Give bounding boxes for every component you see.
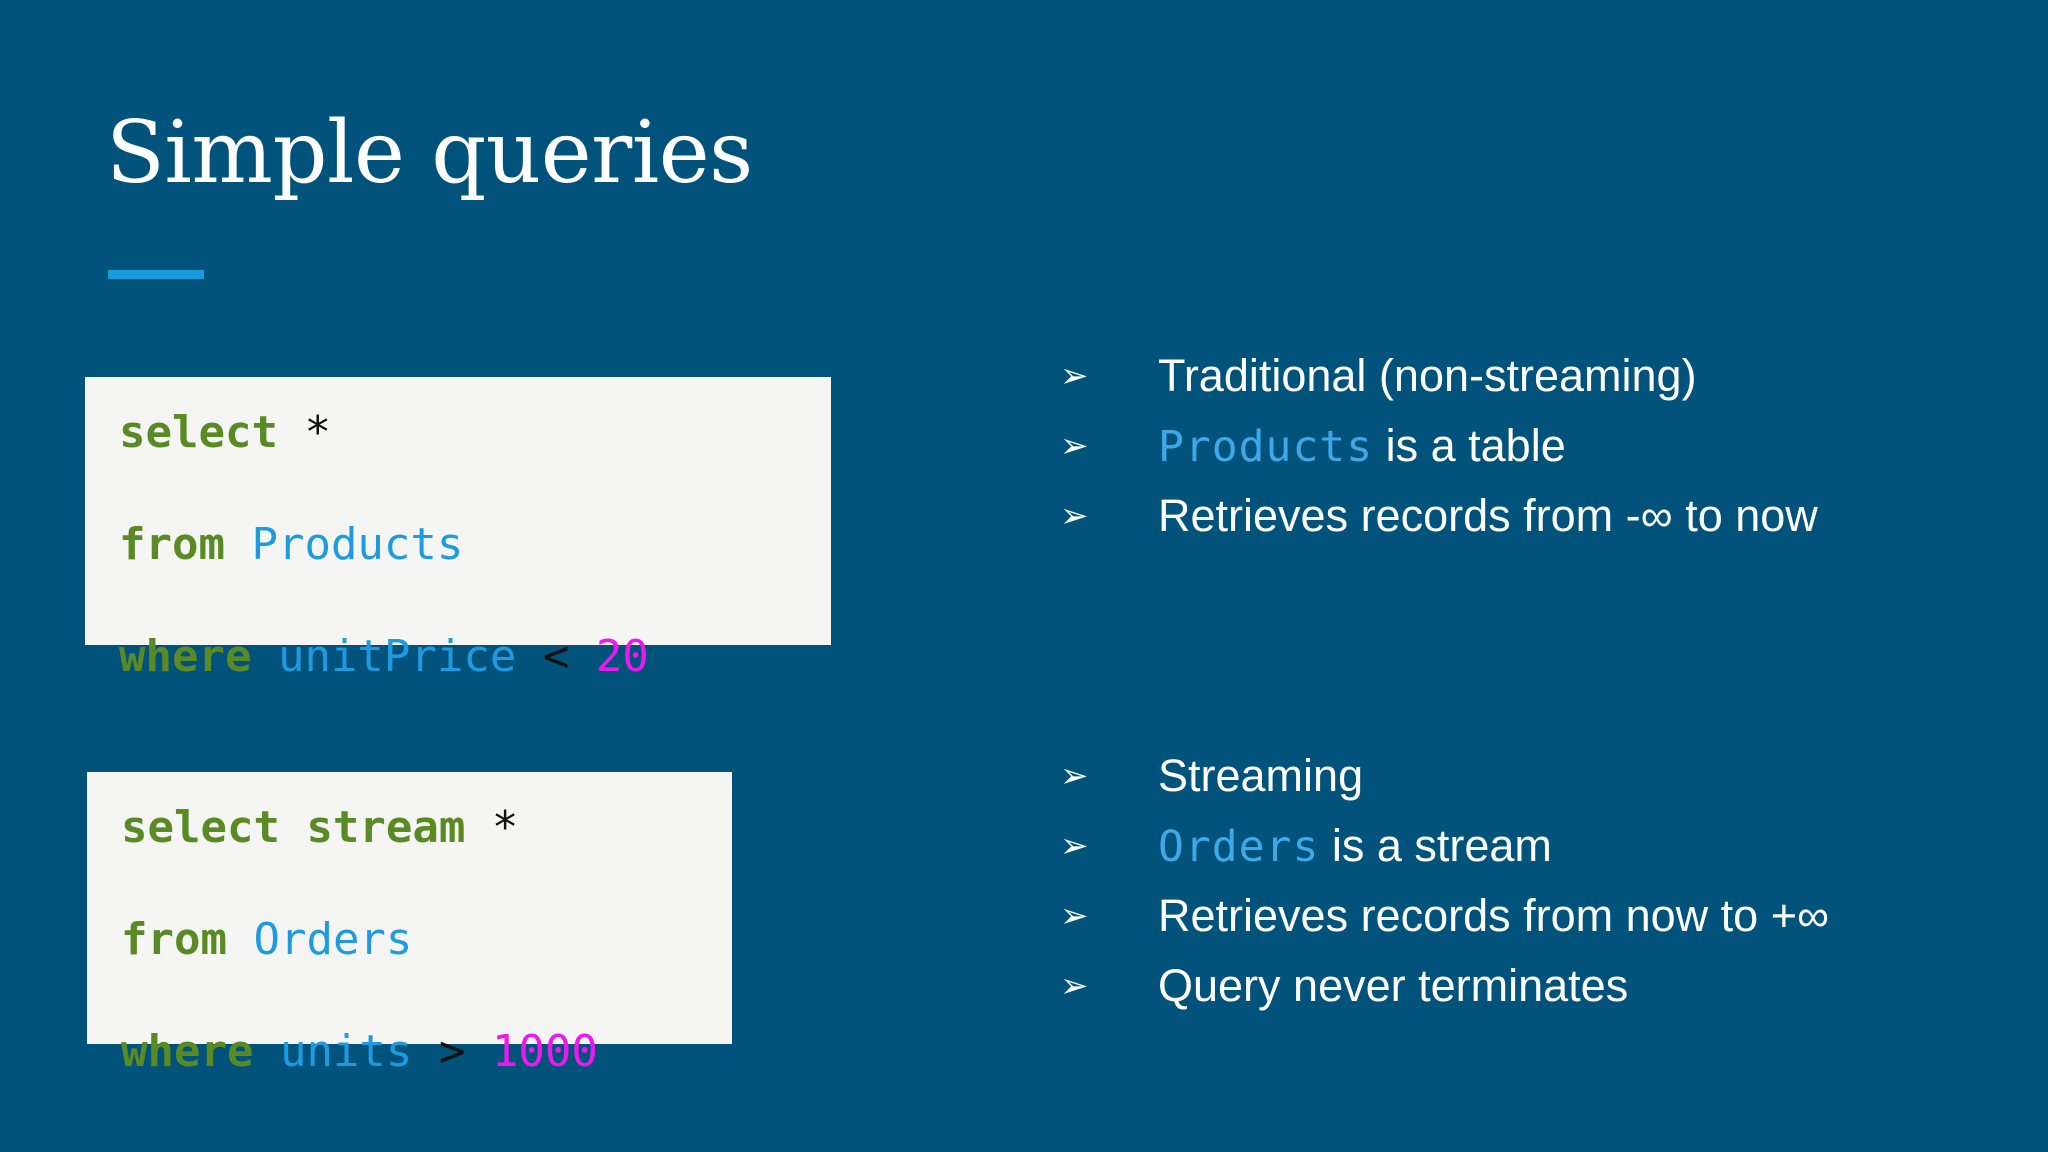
inline-text: Retrieves records from now to +∞ (1158, 890, 1830, 941)
code-token-plain (225, 519, 252, 570)
code-token-kw: select stream (121, 802, 466, 853)
code-line: from Orders (121, 912, 698, 968)
list-item-label: Orders is a stream (1158, 822, 1552, 870)
inline-text: is a stream (1319, 820, 1552, 871)
title-accent-rule (108, 270, 204, 279)
code-token-id: Orders (253, 913, 413, 965)
list-item: ➢ Query never terminates (1060, 962, 2000, 1032)
code-token-plain (227, 914, 254, 965)
code-token-op: * (491, 802, 519, 853)
list-item: ➢ Traditional (non-streaming) (1060, 352, 2000, 422)
code-token-plain (465, 802, 492, 853)
code-token-op: < (542, 630, 570, 682)
inline-text: Query never terminates (1158, 960, 1629, 1011)
arrow-bullet-icon: ➢ (1060, 496, 1089, 536)
bullet-list-streaming-notes: ➢ Streaming ➢ Orders is a stream ➢ Retrieves … (1060, 752, 2000, 1032)
list-item-label: Products is a table (1158, 422, 1566, 470)
code-line: where unitPrice < 20 (119, 629, 797, 685)
code-token-plain (412, 1026, 439, 1077)
code-line: from Products (119, 517, 797, 573)
arrow-bullet-icon: ➢ (1060, 356, 1089, 396)
inline-text: Traditional (non-streaming) (1158, 350, 1697, 401)
list-item: ➢ Streaming (1060, 752, 2000, 822)
inline-code-identifier: Orders (1158, 822, 1320, 872)
code-token-plain (465, 1026, 492, 1077)
code-token-plain (251, 631, 278, 682)
list-item: ➢ Orders is a stream (1060, 822, 2000, 892)
arrow-bullet-icon: ➢ (1060, 426, 1089, 466)
inline-text: Streaming (1158, 750, 1364, 801)
code-token-op: * (304, 407, 331, 458)
code-token-id: Products (251, 518, 464, 570)
code-token-op: > (438, 1025, 466, 1077)
list-item-label: Query never terminates (1158, 962, 1628, 1009)
list-item: ➢ Retrieves records from -∞ to now (1060, 492, 2000, 562)
arrow-bullet-icon: ➢ (1060, 966, 1089, 1006)
bullet-list-traditional-notes: ➢ Traditional (non-streaming) ➢ Products is… (1060, 352, 2000, 562)
code-token-plain (253, 1026, 280, 1077)
code-token-id: unitPrice (277, 630, 517, 682)
code-token-num: 20 (595, 630, 649, 682)
code-token-kw: from (121, 913, 227, 965)
arrow-bullet-icon: ➢ (1060, 896, 1089, 936)
code-token-kw: where (119, 630, 252, 682)
inline-text: Retrieves records from -∞ to now (1158, 490, 1818, 541)
page-title: Simple queries (106, 103, 753, 203)
code-token-kw: where (121, 1025, 254, 1077)
list-item: ➢ Retrieves records from now to +∞ (1060, 892, 2000, 962)
arrow-bullet-icon: ➢ (1060, 826, 1089, 866)
code-block-streaming-query: select stream * from Orders where units … (87, 772, 732, 1077)
list-item-label: Streaming (1158, 752, 1363, 799)
arrow-bullet-icon: ➢ (1060, 756, 1089, 796)
code-token-id: units (279, 1025, 413, 1077)
inline-code-identifier: Products (1158, 422, 1374, 472)
code-token-plain (278, 407, 305, 458)
code-token-plain (516, 631, 543, 682)
list-item-label: Retrieves records from -∞ to now (1158, 492, 1818, 539)
list-item: ➢ Products is a table (1060, 422, 2000, 492)
inline-text: is a table (1373, 420, 1566, 471)
code-line: where units > 1000 (121, 1024, 698, 1080)
code-token-kw: from (119, 518, 225, 570)
list-item-label: Traditional (non-streaming) (1158, 352, 1697, 399)
code-token-plain (569, 631, 596, 682)
code-block-traditional-query: select * from Products where unitPrice <… (85, 377, 831, 682)
code-line: select * (119, 405, 797, 461)
list-item-label: Retrieves records from now to +∞ (1158, 892, 1829, 939)
code-line: select stream * (121, 800, 698, 856)
code-token-num: 1000 (491, 1025, 598, 1077)
code-token-kw: select (119, 407, 278, 458)
